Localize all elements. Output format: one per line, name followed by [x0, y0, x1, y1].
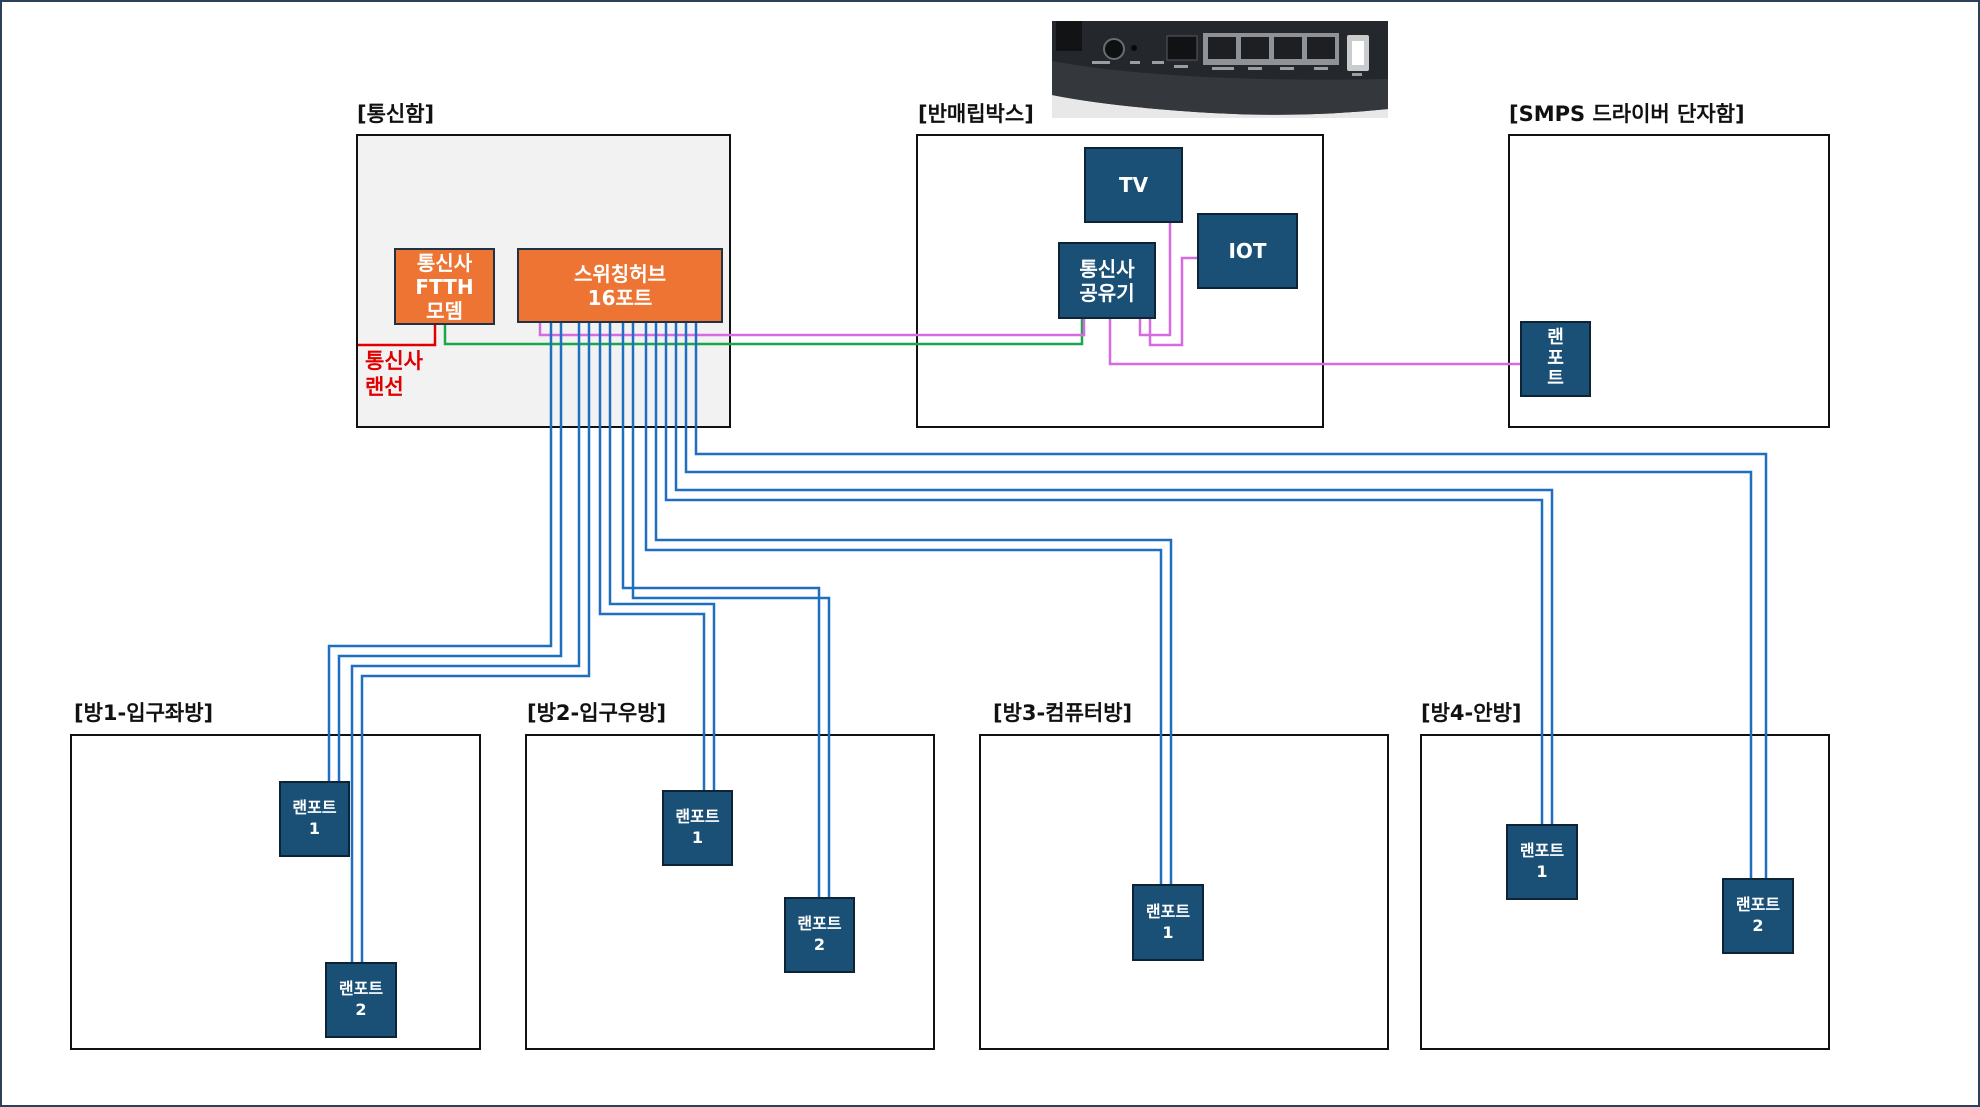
- switching-hub-line1: 스위칭허브: [574, 261, 666, 286]
- room1-port2-number: 2: [355, 1000, 367, 1019]
- room1-port1-number: 1: [308, 819, 321, 838]
- smps-lan-port-line1: 랜: [1547, 326, 1564, 348]
- room2-lan-port-2: 랜포트 2: [784, 897, 855, 973]
- isp-router: 통신사 공유기: [1058, 242, 1156, 319]
- smps-box-title: [SMPS 드라이버 단자함]: [1509, 102, 1745, 126]
- smps-lan-port: 랜 포 트: [1520, 321, 1591, 397]
- iot-device: IOT: [1197, 213, 1298, 289]
- room4-port1-label: 랜포트: [1519, 841, 1565, 861]
- router-to-iot-cable: [1148, 256, 1199, 347]
- ftth-modem-line1: 통신사: [416, 250, 473, 275]
- cable-room1-port2: [350, 323, 581, 964]
- room2-title: [방2-입구우방]: [527, 701, 667, 725]
- cable-room2-port1: [598, 323, 706, 792]
- isp-lan-label: 통신사 랜선: [365, 348, 423, 400]
- room1-lan-port-1: 랜포트 1: [279, 781, 350, 857]
- room2-lan-port-1: 랜포트 1: [662, 790, 733, 866]
- comm-box-title: [통신함]: [357, 102, 435, 126]
- router-photo: [1052, 21, 1388, 118]
- cable-room4-port2: [694, 323, 1768, 880]
- room2-port2-label: 랜포트: [797, 914, 842, 934]
- room4-port2-label: 랜포트: [1735, 895, 1781, 915]
- room2-box: [525, 734, 935, 1050]
- cable-room3-port1: [654, 323, 1173, 886]
- room1-title: [방1-입구좌방]: [74, 701, 214, 725]
- modem-to-router-cable: [443, 317, 1084, 346]
- cable-room4-port1: [674, 323, 1554, 826]
- room3-port1-label: 랜포트: [1145, 901, 1191, 921]
- switch-to-router-cable: [538, 317, 1086, 337]
- room1-lan-port-2: 랜포트 2: [325, 962, 397, 1038]
- cable-room2-port2: [631, 323, 831, 899]
- room4-title: [방4-안방]: [1421, 701, 1522, 725]
- isp-router-line2: 공유기: [1079, 280, 1135, 305]
- tv-label: TV: [1118, 173, 1149, 197]
- smps-lan-port-line2: 포: [1547, 347, 1564, 369]
- room4-port1-number: 1: [1536, 862, 1548, 881]
- room3-title: [방3-컴퓨터방]: [993, 701, 1133, 725]
- room4-lan-port-1: 랜포트 1: [1506, 824, 1578, 900]
- switching-hub-line2: 16포트: [587, 285, 653, 310]
- room1-box: [70, 734, 481, 1050]
- cable-room2-port1: [608, 323, 716, 792]
- ftth-modem-line3: 모뎀: [426, 298, 463, 323]
- room2-port1-number: 1: [691, 828, 704, 847]
- isp-lan-label-line2: 랜선: [365, 375, 404, 399]
- cable-room2-port2: [621, 323, 821, 899]
- switching-hub: 스위칭허브 16포트: [517, 248, 723, 323]
- room2-port2-number: 2: [813, 935, 826, 954]
- cable-room3-port1: [644, 323, 1163, 886]
- room2-port1-label: 랜포트: [675, 807, 720, 827]
- room4-lan-port-2: 랜포트 2: [1722, 878, 1794, 954]
- cable-room1-port1: [327, 323, 553, 781]
- isp-lan-cable: [358, 325, 437, 347]
- router-to-smps-cable: [1108, 317, 1520, 366]
- ftth-modem-line2: FTTH: [415, 274, 474, 299]
- tv-device: TV: [1084, 147, 1183, 223]
- room1-port2-label: 랜포트: [338, 979, 384, 999]
- cable-room1-port1: [337, 323, 563, 781]
- room3-port1-number: 1: [1162, 922, 1174, 942]
- smps-lan-port-line3: 트: [1547, 368, 1564, 390]
- router-to-tv-cable: [1138, 222, 1172, 337]
- cable-room4-port1: [664, 323, 1544, 826]
- cable-room4-port2: [684, 323, 1753, 880]
- isp-router-line1: 통신사: [1079, 256, 1135, 281]
- room4-port2-number: 2: [1752, 916, 1764, 935]
- room1-port1-label: 랜포트: [292, 798, 337, 818]
- cable-room1-port2: [360, 323, 591, 964]
- iot-label: IOT: [1228, 239, 1267, 263]
- isp-lan-label-line1: 통신사: [365, 349, 423, 373]
- panel-box-title: [반매립박스]: [918, 102, 1034, 126]
- room3-lan-port-1: 랜포트 1: [1132, 884, 1204, 961]
- ftth-modem: 통신사 FTTH 모뎀: [394, 248, 495, 325]
